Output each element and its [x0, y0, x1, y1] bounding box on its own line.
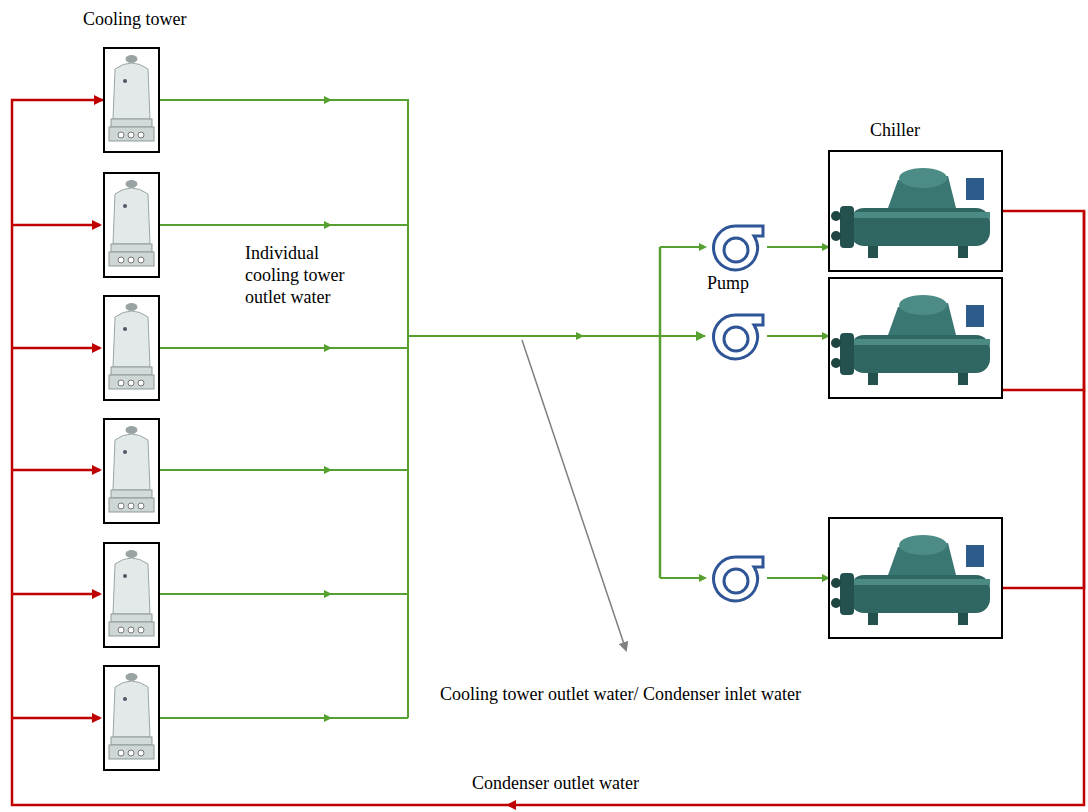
- cooling-tower: [103, 172, 160, 278]
- pipe-label: Cooling tower outlet water/ Condenser in…: [440, 683, 801, 705]
- pump-outlet: [767, 246, 828, 248]
- node-heading: Pump: [707, 273, 749, 294]
- condenser-outlet-pipe: [1003, 390, 1084, 588]
- tower-inlet-pipe: [12, 347, 100, 350]
- node-heading: Cooling tower: [83, 9, 187, 30]
- cooling-tower-illustration: [103, 172, 160, 278]
- tower-inlet-pipe: [12, 469, 100, 472]
- pump: [705, 545, 767, 611]
- cooling-tower: [103, 418, 160, 524]
- pump-branch: [660, 577, 705, 579]
- node-heading: Chiller: [870, 120, 920, 141]
- cooling-tower: [103, 542, 160, 648]
- cooling-tower: [103, 295, 160, 401]
- outlet-pipe: [160, 347, 408, 349]
- red-pipes: [12, 211, 1084, 805]
- pump: [705, 214, 767, 280]
- chiller: Chiller: [828, 150, 1003, 272]
- cooling-tower-illustration: [103, 542, 160, 648]
- cooling-tower-illustration: [103, 665, 160, 771]
- pipe-connector: [160, 100, 705, 336]
- outlet-pipe: [160, 593, 408, 595]
- pump: Pump: [705, 303, 767, 369]
- condenser-outlet-pipe: [1003, 211, 1084, 390]
- tower-inlet-pipe: [12, 224, 100, 227]
- chiller: [828, 277, 1003, 399]
- flow-arrow: [318, 224, 330, 226]
- green-pipes: [160, 100, 828, 718]
- outlet-pipe: [160, 224, 408, 226]
- pipe-connector: [12, 100, 1084, 805]
- cooling-tower-illustration: [103, 47, 160, 153]
- cooling-tower: [103, 665, 160, 771]
- flow-arrow: [318, 717, 330, 719]
- pump-outlet: [767, 577, 828, 579]
- pump-symbol: [705, 303, 767, 369]
- cooling-tower-illustration: [103, 295, 160, 401]
- tower-inlet-pipe: [12, 593, 100, 596]
- chiller-illustration: [828, 517, 1003, 639]
- cooling-tower-illustration: [103, 418, 160, 524]
- tower-inlet-pipe: [12, 717, 100, 720]
- chiller-illustration: [828, 150, 1003, 272]
- flow-arrow: [318, 347, 330, 349]
- chiller-illustration: [828, 277, 1003, 399]
- pump-outlet: [767, 335, 828, 337]
- pipe-label: Individual cooling tower outlet water: [245, 242, 370, 308]
- flow-arrow: [318, 469, 330, 471]
- outlet-pipe: [160, 469, 408, 471]
- pump-branch: [660, 246, 705, 248]
- flow-arrow: [318, 593, 330, 595]
- chiller: [828, 517, 1003, 639]
- pump-symbol: [705, 214, 767, 280]
- cooling-tower: Cooling tower: [103, 47, 160, 153]
- leader-line: [522, 340, 626, 650]
- pipe-label: Condenser outlet water: [472, 772, 639, 794]
- pump-symbol: [705, 545, 767, 611]
- outlet-pipe: [160, 717, 408, 719]
- header-pipe: [659, 247, 662, 578]
